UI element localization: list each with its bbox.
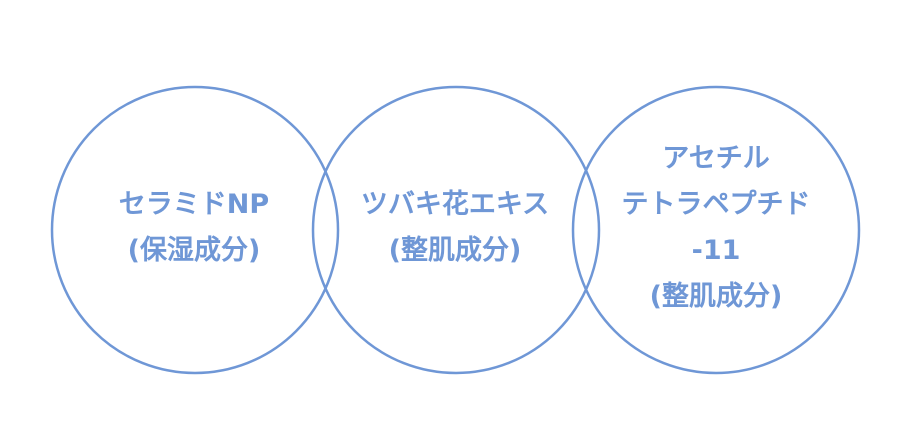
label-peptide-line-4: (整肌成分) <box>649 281 783 312</box>
label-ceramide-line-1: セラミドNP <box>118 189 270 220</box>
label-peptide-line-2: テトラペプチド <box>621 189 811 220</box>
label-peptide-line-1: アセチル <box>662 143 770 174</box>
label-peptide-line-3: -11 <box>691 235 741 266</box>
label-tsubaki-line-2: (整肌成分) <box>388 235 522 266</box>
circle-peptide <box>571 85 861 375</box>
label-ceramide-line-2: (保湿成分) <box>127 235 261 266</box>
label-tsubaki-line-1: ツバキ花エキス <box>360 189 550 220</box>
label-ceramide: セラミドNP (保湿成分) <box>119 182 269 274</box>
circle-ceramide <box>50 85 340 375</box>
label-peptide: アセチル テトラペプチド -11 (整肌成分) <box>622 136 811 320</box>
label-tsubaki: ツバキ花エキス (整肌成分) <box>361 182 549 274</box>
circle-tsubaki <box>311 85 601 375</box>
